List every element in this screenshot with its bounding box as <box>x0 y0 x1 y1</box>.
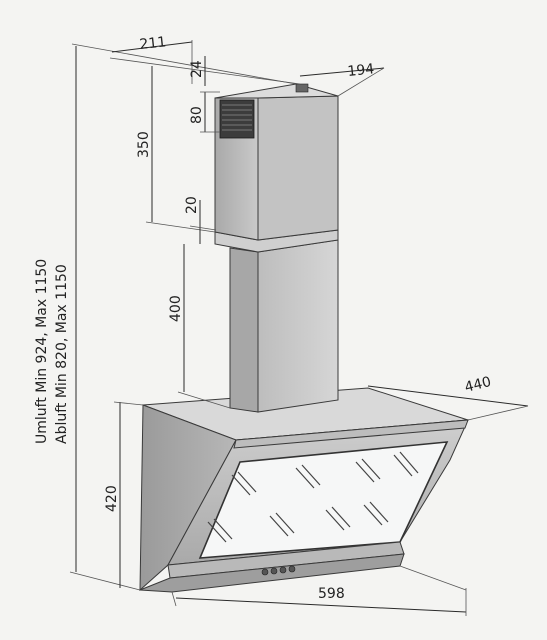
control-button-3 <box>279 566 287 574</box>
wall-bracket <box>295 83 309 93</box>
dimension-lines <box>69 40 529 616</box>
lower-chimney <box>229 239 339 413</box>
control-button-2 <box>270 567 278 575</box>
dim-vent-height: 80 <box>189 106 205 124</box>
upper-chimney-top <box>214 83 339 99</box>
lower-chimney-side <box>257 239 339 413</box>
dim-hood-depth: 440 <box>463 374 493 396</box>
vent-slots <box>222 104 252 131</box>
upper-chimney <box>214 83 339 241</box>
height-note-abluft: Abluft Min 820, Max 1150 <box>54 264 70 444</box>
dim-chimney-depth: 211 <box>139 34 167 53</box>
control-button-4 <box>288 565 296 573</box>
dim-hood-width: 598 <box>318 586 345 602</box>
dim-chimney-width: 194 <box>347 61 375 80</box>
vent-grille <box>219 99 255 139</box>
glass-reflections <box>207 451 419 543</box>
upper-chimney-side <box>257 95 339 241</box>
dimension-labels: 211 194 24 80 350 20 400 440 420 598 Uml… <box>34 34 493 602</box>
control-button-1 <box>261 568 269 576</box>
hood-body <box>139 387 469 593</box>
dim-hood-height: 420 <box>104 485 120 512</box>
dim-overlap: 20 <box>184 196 200 214</box>
dim-upper-chimney: 350 <box>136 131 152 158</box>
dim-top-gap: 24 <box>189 60 205 78</box>
lower-chimney-front <box>229 247 259 413</box>
height-note-umluft: Umluft Min 924, Max 1150 <box>34 259 50 444</box>
hood-top-edge <box>233 419 469 449</box>
control-buttons <box>261 565 296 576</box>
dim-lower-chimney: 400 <box>168 295 184 322</box>
